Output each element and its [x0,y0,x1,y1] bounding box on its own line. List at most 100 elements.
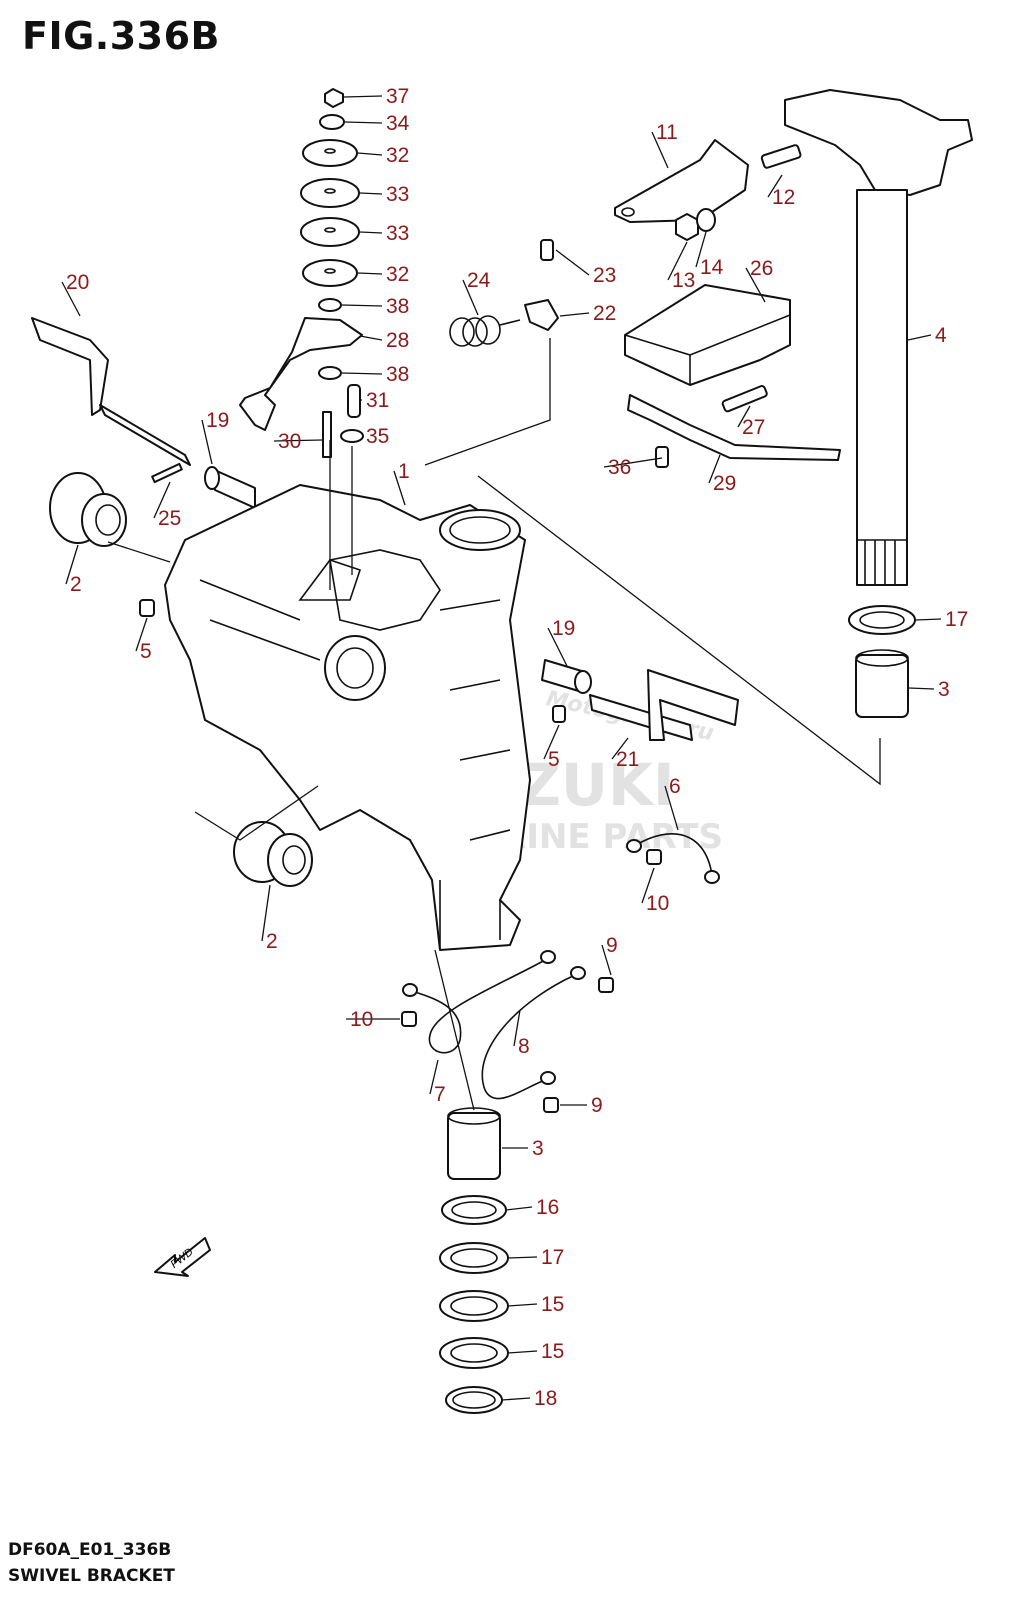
fwd-arrow-icon: FWD [154,1237,211,1277]
callout-leader [667,241,688,281]
part-plate-32a [302,139,358,167]
callout-leader [547,627,568,667]
part-grease-nipple-5b [552,705,566,723]
part-pin-31 [347,384,361,418]
part-ground-wire-8 [481,966,586,1100]
part-washer-15a [439,1290,509,1322]
callout-number: 7 [434,1083,446,1106]
callout-number: 4 [935,324,947,347]
callout-leader [273,439,323,442]
figure-code: DF60A_E01_336B [8,1540,172,1560]
part-washer-16 [441,1195,507,1225]
part-block-26 [624,284,791,386]
part-nut-13 [675,213,699,241]
part-bushing-2b [233,821,313,887]
part-bushing-2a [49,472,127,547]
callout-leader [641,867,655,904]
part-plate-33b [300,217,360,247]
part-pin-25 [151,462,183,484]
part-tilt-rod-20 [31,317,191,466]
part-bolt-27 [721,385,768,413]
callout-number: 6 [669,775,681,798]
callout-leader [507,1303,538,1307]
callout-leader [543,724,560,760]
callout-leader [344,121,383,124]
part-grease-nipple-5a [139,599,155,617]
part-washer-15b [439,1337,509,1369]
callout-leader [359,335,383,341]
callout-number: 13 [672,269,695,292]
callout-leader [359,231,383,234]
callout-leader [357,272,383,275]
callout-number: 31 [366,389,389,412]
callout-number: 20 [66,271,89,294]
callout-leader [261,884,271,942]
part-steering-shaft-4 [784,89,973,586]
part-clip-22 [524,299,559,331]
callout-leader [695,231,707,268]
part-ground-wire-6 [626,833,720,884]
callout-leader [513,1009,521,1047]
callout-number: 1 [398,460,410,483]
part-nut-37 [324,88,344,108]
part-swivel-bracket-1 [164,484,531,951]
callout-leader [341,372,383,375]
part-lever-28 [239,317,363,431]
part-tilt-rod-21 [589,669,739,741]
part-plate-32b [302,259,358,287]
callout-number: 3 [532,1137,544,1160]
callout-leader [651,131,669,169]
figure-title: FIG.336B [22,14,221,58]
part-screw-9a [598,977,614,993]
part-lever-29 [627,394,841,461]
callout-number: 10 [350,1008,373,1031]
callout-number: 29 [713,472,736,495]
part-ground-wire-7 [402,950,556,1054]
callout-number: 17 [945,608,968,631]
callout-number: 5 [548,748,560,771]
callout-leader [907,334,932,341]
callout-leader [341,304,383,307]
part-bushing-3a [855,649,909,718]
callout-number: 14 [700,256,724,279]
callout-number: 10 [646,892,669,915]
callout-number: 9 [591,1094,603,1117]
callout-number: 21 [616,748,639,771]
callout-number: 12 [772,186,795,209]
callout-number: 16 [536,1196,559,1219]
callout-leader [908,687,935,690]
callout-number: 22 [593,302,616,325]
callout-leader [603,457,663,468]
part-bracket-11 [614,139,749,223]
callout-number: 32 [386,144,409,167]
callout-leader [505,1206,533,1211]
callout-number: 9 [606,934,618,957]
part-bushing-19b [541,659,592,694]
part-bolt-36 [655,446,669,468]
callout-number: 34 [386,112,410,135]
part-screw-10b [401,1011,417,1027]
callout-leader [201,419,213,465]
callout-number: 19 [206,409,229,432]
callout-leader [393,470,406,506]
callout-leader [357,152,383,156]
callout-number: 32 [386,263,409,286]
part-snap-ring-18 [445,1386,503,1414]
callout-number: 38 [386,363,409,386]
callout-number: 8 [518,1035,530,1058]
callout-leader [462,279,479,316]
part-washer-35 [340,429,364,443]
part-washer-17b [439,1242,509,1274]
assembly-lines [107,338,881,1111]
callout-leader [555,249,590,276]
callout-number: 33 [386,183,409,206]
part-plate-33a [300,178,360,208]
callout-leader [501,1397,531,1401]
part-screw-10a [646,849,662,865]
figure-name: SWIVEL BRACKET [8,1566,175,1586]
part-bushing-3b [447,1107,501,1180]
callout-leader [708,454,721,484]
callout-number: 3 [938,678,950,701]
